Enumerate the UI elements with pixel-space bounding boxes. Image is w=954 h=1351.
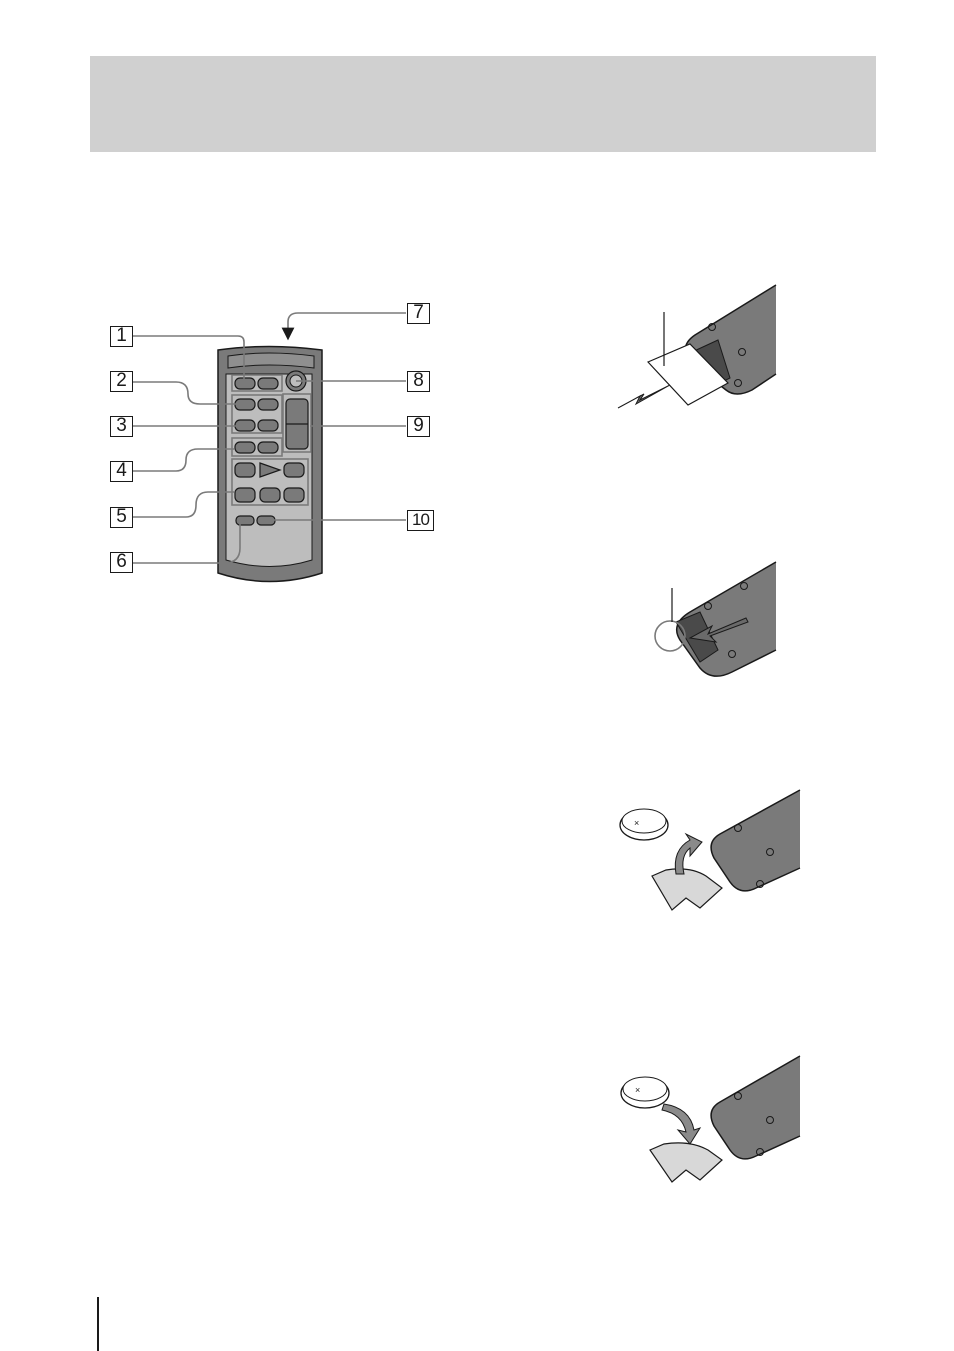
svg-text:×: ×	[634, 818, 639, 828]
step-insert-battery-illustration: ×	[621, 1056, 800, 1182]
curved-arrow-icon	[662, 1104, 700, 1144]
footer-rule	[97, 1297, 99, 1351]
step-pull-sheet-illustration	[618, 285, 776, 408]
curved-arrow-icon	[675, 834, 702, 874]
step-release-holder-illustration	[655, 562, 776, 676]
pull-arrow-icon	[618, 385, 670, 408]
svg-text:×: ×	[635, 1085, 640, 1095]
step-remove-battery-illustration: ×	[620, 790, 800, 910]
